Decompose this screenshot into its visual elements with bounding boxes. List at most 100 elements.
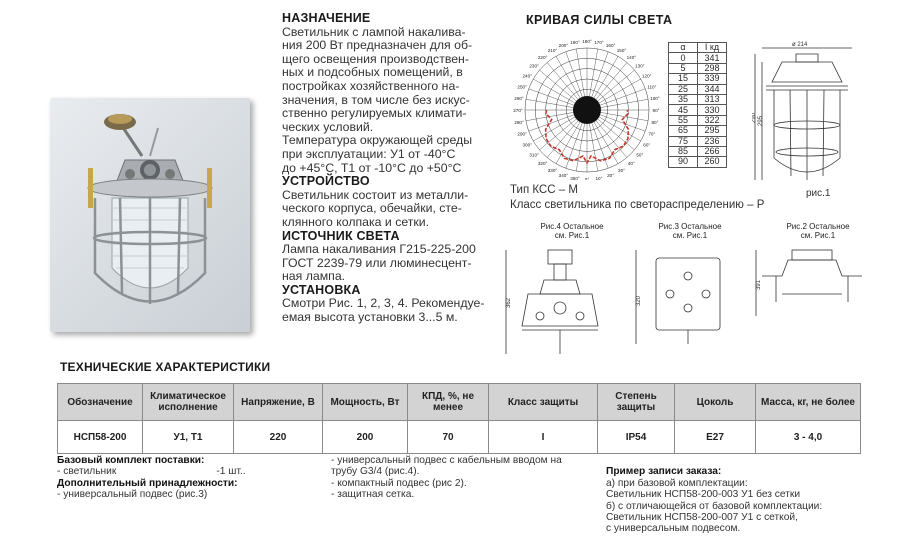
figure-4-caption: Рис.4 Остальное см. Рис.1 bbox=[540, 222, 604, 240]
tech-header: Напряжение, В bbox=[233, 383, 323, 421]
cell: 344 bbox=[697, 83, 727, 95]
figure-1-drawing: ø 214 290 295 bbox=[752, 42, 852, 180]
cell: 35 bbox=[668, 93, 698, 106]
polar-angle-label: 180° bbox=[582, 39, 592, 44]
polar-angle-label: 20° bbox=[607, 173, 614, 178]
polar-angle-label: 130° bbox=[635, 64, 645, 69]
tech-header: Степень защиты bbox=[597, 383, 675, 421]
description-block: НАЗНАЧЕНИЕ Светильник с лампой накалива-… bbox=[282, 11, 497, 325]
section-title: УСТРОЙСТВО bbox=[282, 174, 370, 189]
curve-type: Тип КСС – М bbox=[510, 184, 578, 196]
order-example-title: Пример записи заказа: bbox=[606, 466, 722, 478]
cell: 220 bbox=[233, 420, 323, 454]
figure-2-drawing: 391 bbox=[755, 249, 862, 316]
polar-angle-label: 270° bbox=[513, 108, 523, 113]
section-text: Лампа накаливания Г215-225-200 ГОСТ 2239… bbox=[282, 242, 476, 284]
cell: 236 bbox=[697, 135, 727, 147]
polar-angle-label: 170° bbox=[594, 40, 604, 45]
footer-left: Базовый комплект поставки: - светильник-… bbox=[57, 455, 317, 501]
polar-angle-label: 320° bbox=[538, 161, 548, 166]
cell: 295 bbox=[697, 125, 727, 137]
polar-angle-label: 50° bbox=[636, 152, 643, 157]
table-header-intensity: I кд bbox=[697, 41, 727, 54]
fig1-dim-diameter: ø 214 bbox=[792, 42, 808, 48]
cell: 5 bbox=[668, 62, 698, 75]
figure-2-caption: Рис.2 Остальное см. Рис.1 bbox=[786, 222, 850, 240]
curve-title: КРИВАЯ СИЛЫ СВЕТА bbox=[526, 13, 673, 27]
polar-angle-label: 200° bbox=[559, 43, 569, 48]
cell: 200 bbox=[322, 420, 408, 454]
fig3-dim: 320 bbox=[636, 295, 642, 306]
tech-header: Класс защиты bbox=[488, 383, 598, 421]
polar-angle-label: 10° bbox=[596, 176, 603, 180]
figure-3-caption: Рис.3 Остальное см. Рис.1 bbox=[658, 222, 722, 240]
cell: 65 bbox=[668, 125, 698, 137]
cell: 90 bbox=[668, 156, 698, 168]
tech-table: Обозначение Климатическое исполнение Нап… bbox=[57, 383, 861, 454]
polar-angle-label: 110° bbox=[647, 84, 656, 89]
cell: 45 bbox=[668, 104, 698, 116]
polar-angle-label: 150° bbox=[617, 48, 627, 53]
cell: НСП58-200 bbox=[57, 420, 143, 454]
cell: 260 bbox=[697, 156, 727, 168]
section-text: Смотри Рис. 1, 2, 3, 4. Рекомендуе- емая… bbox=[282, 296, 485, 325]
cell: У1, Т1 bbox=[142, 420, 234, 454]
extras-title: Дополнительный принадлежности: bbox=[57, 477, 238, 489]
center-dot bbox=[573, 96, 601, 124]
cell: E27 bbox=[674, 420, 756, 454]
table-header-alpha: α bbox=[668, 41, 698, 54]
fig1-dim-height2: 295 bbox=[758, 115, 764, 126]
tech-header: Масса, кг, не более bbox=[755, 383, 861, 421]
cell: 70 bbox=[407, 420, 489, 454]
polar-angle-label: 290° bbox=[517, 132, 527, 137]
cell: 75 bbox=[668, 135, 698, 147]
tech-header: Мощность, Вт bbox=[322, 383, 408, 421]
cell: IP54 bbox=[597, 420, 675, 454]
section-title: НАЗНАЧЕНИЕ bbox=[282, 11, 371, 25]
cell: 15 bbox=[668, 73, 698, 85]
tech-header: Обозначение bbox=[57, 383, 143, 421]
polar-angle-label: 120° bbox=[642, 74, 652, 79]
section-title: УСТАНОВКА bbox=[282, 282, 361, 297]
polar-angle-label: 210° bbox=[548, 48, 558, 53]
polar-angle-label: 300° bbox=[522, 143, 532, 148]
extras-item: - универсальный подвес (рис.3) bbox=[57, 489, 208, 501]
polar-angle-label: 350° bbox=[570, 176, 580, 180]
base-kit-item: - светильник bbox=[57, 466, 117, 478]
fig4-dim: 362 bbox=[506, 297, 512, 308]
polar-angle-label: 100° bbox=[650, 96, 660, 101]
polar-angle-label: 230° bbox=[529, 64, 539, 69]
figure-4-drawing: 362 bbox=[505, 249, 599, 354]
fig2-dim: 391 bbox=[756, 279, 762, 290]
polar-angle-label: 250° bbox=[517, 84, 527, 89]
cell: 339 bbox=[697, 73, 727, 85]
polar-angle-label: 70° bbox=[648, 132, 655, 137]
footer-right: Пример записи заказа: а) при базовой ком… bbox=[606, 455, 896, 546]
tech-header: КПД, %, не менее bbox=[407, 383, 489, 421]
section-text: Светильник с лампой накалива- ния 200 Вт… bbox=[282, 24, 473, 175]
luminaire-class: Класс светильника по светораспределению … bbox=[510, 199, 765, 211]
base-kit-qty: -1 шт.. bbox=[216, 466, 246, 478]
cell: 3 - 4,0 bbox=[755, 420, 861, 454]
footer-middle: - универсальный подвес с кабельным вводо… bbox=[331, 455, 562, 501]
polar-angle-label: 40° bbox=[628, 161, 635, 166]
polar-angle-label: 60° bbox=[643, 143, 650, 148]
polar-angle-label: 30° bbox=[618, 168, 625, 173]
cell: 266 bbox=[697, 145, 727, 158]
cell: 298 bbox=[697, 62, 727, 75]
cell: 85 bbox=[668, 145, 698, 158]
intensity-curve bbox=[544, 109, 630, 165]
polar-angle-label: 0° bbox=[585, 177, 590, 180]
cell: I bbox=[488, 420, 598, 454]
section-title: ИСТОЧНИК СВЕТА bbox=[282, 228, 400, 243]
cell: 341 bbox=[697, 52, 727, 64]
order-example-text: а) при базовой комплектации: Светильник … bbox=[606, 477, 823, 535]
